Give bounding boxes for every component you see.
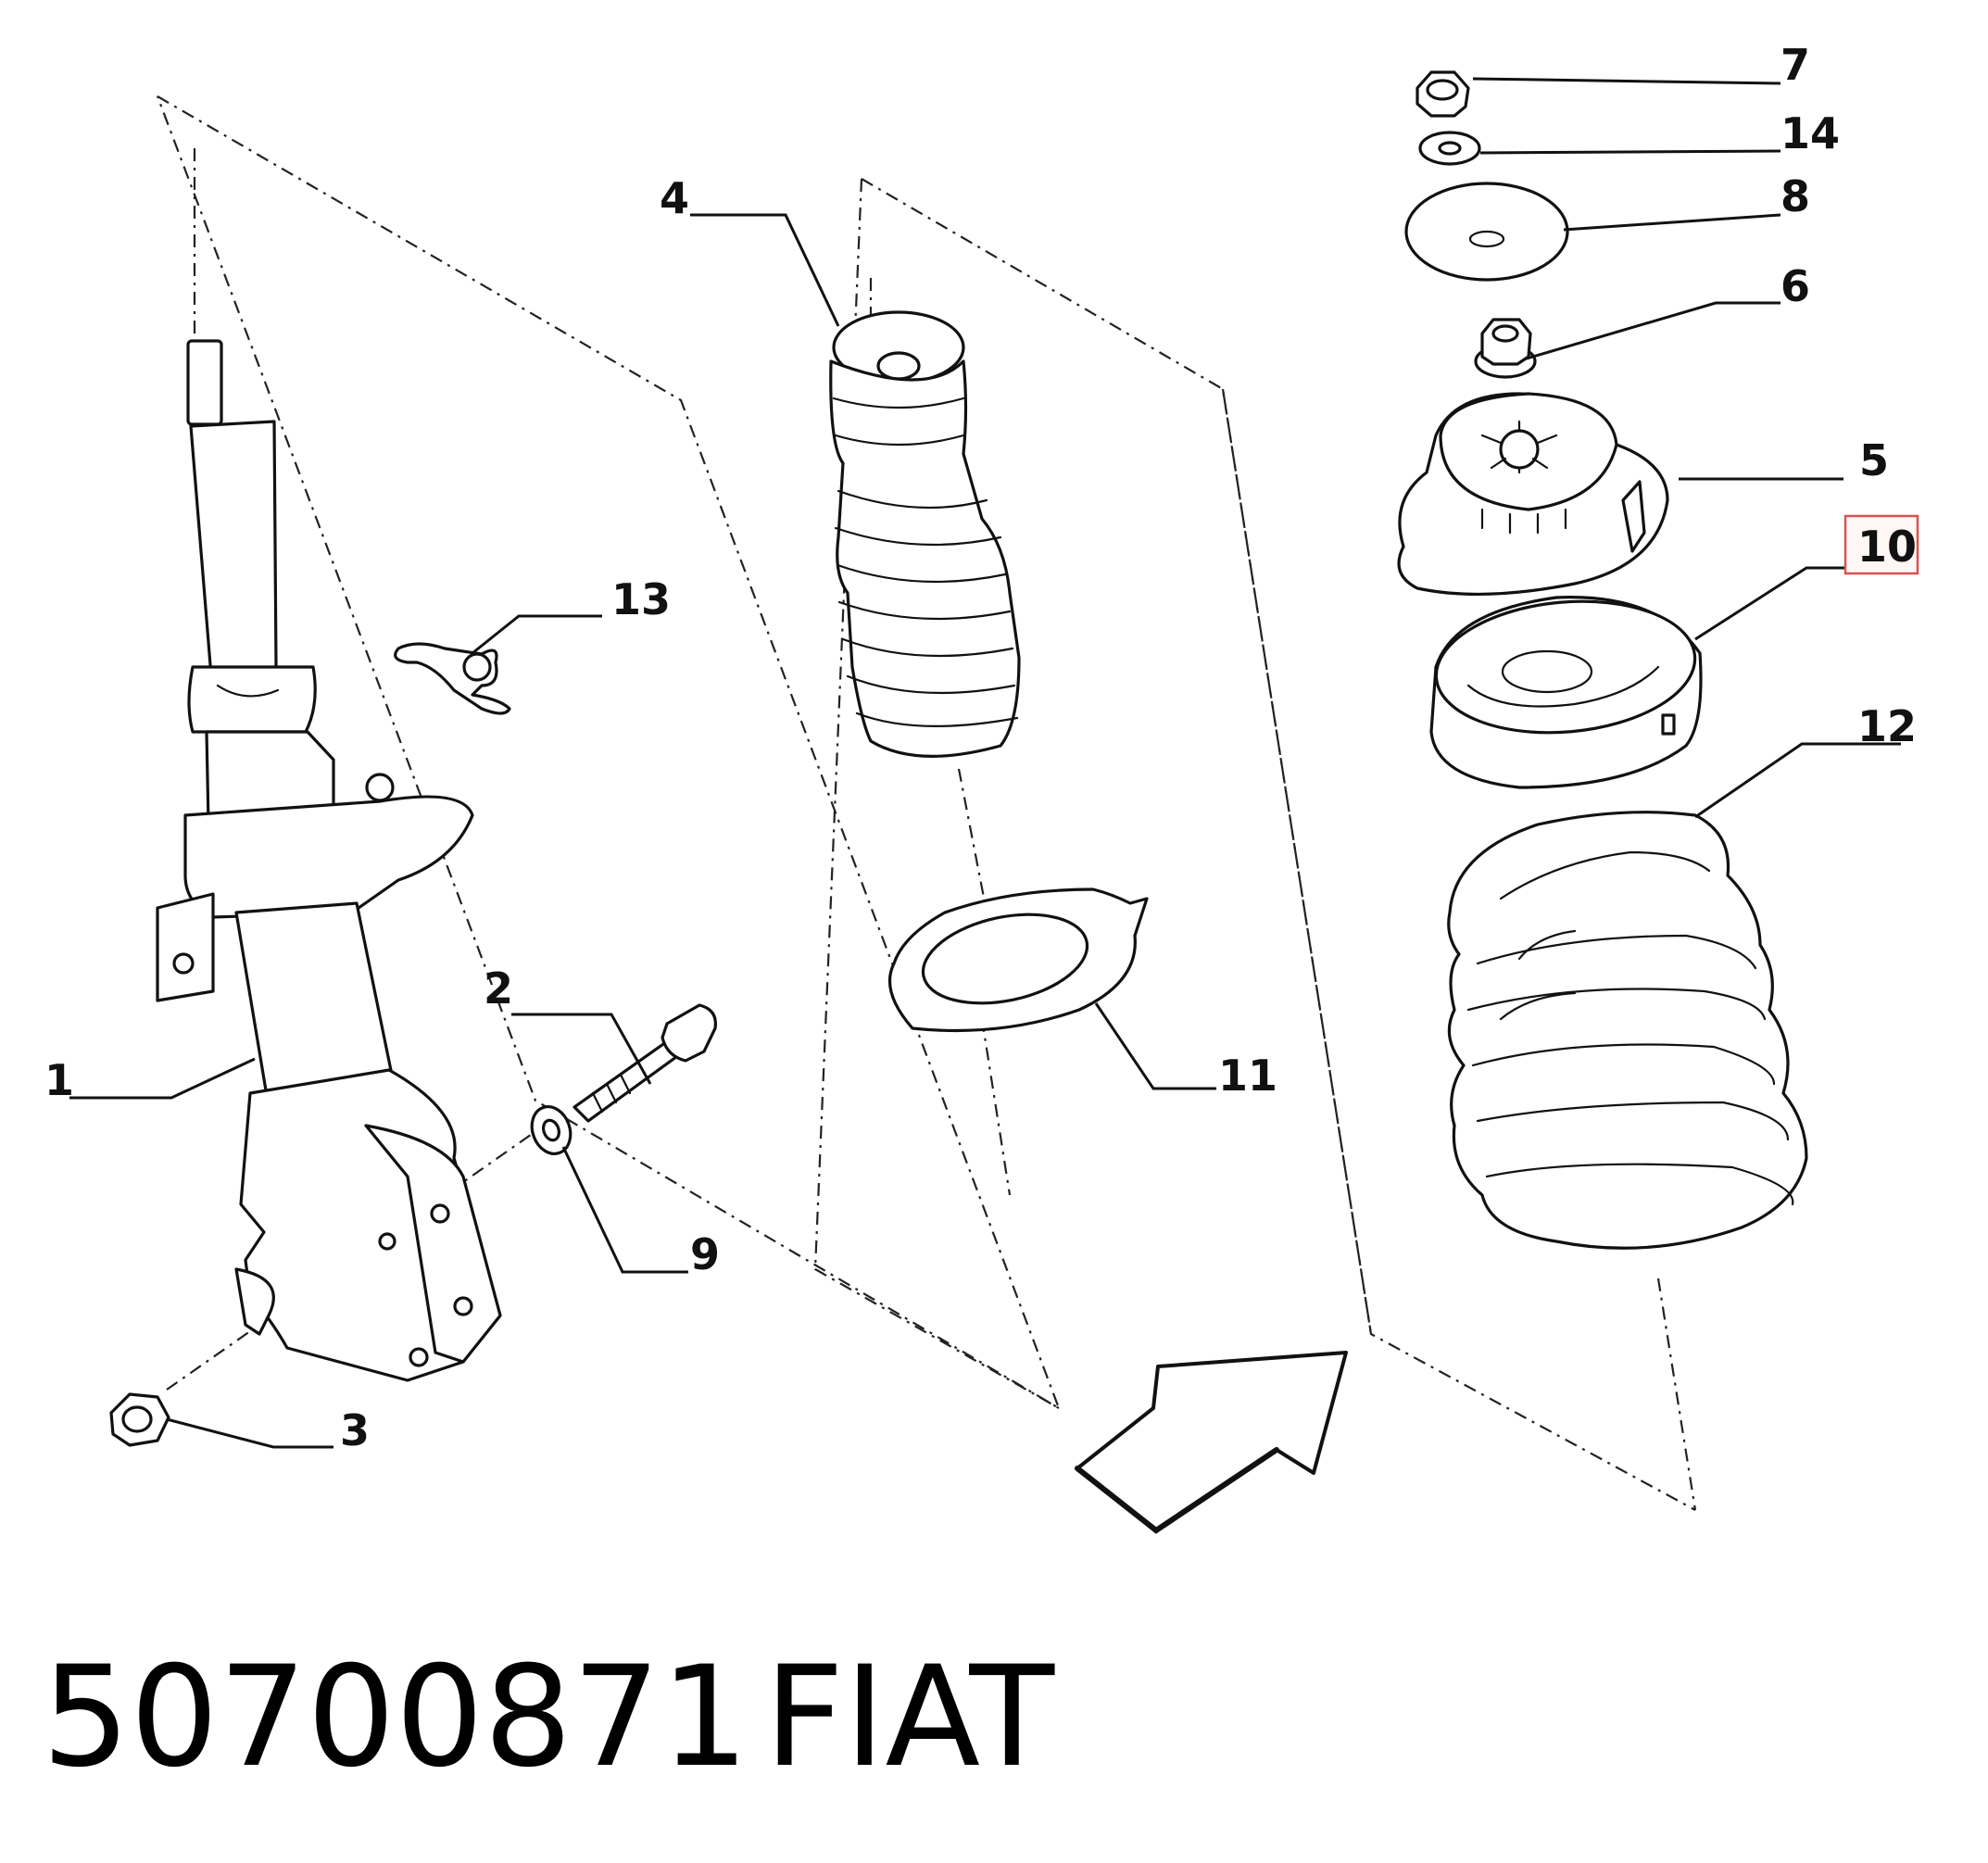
direction-arrow: [1075, 1351, 1348, 1534]
callout-8: 8: [1780, 171, 1810, 221]
bump-stop-boot: [829, 310, 1021, 758]
upper-spring-pad: [1429, 596, 1703, 789]
spring-clip: [394, 642, 511, 715]
washer: [530, 1105, 572, 1155]
assembly-guide-panels: [156, 95, 1697, 1511]
nut: [109, 1392, 170, 1447]
part-number-caption: 50700871: [42, 1637, 749, 1798]
strut-assembly: [156, 339, 502, 1382]
callout-2: 2: [484, 963, 513, 1013]
callout-12: 12: [1857, 701, 1917, 751]
strut-top-mount: [1397, 392, 1669, 597]
top-cap: [1404, 182, 1569, 282]
callout-4: 4: [660, 173, 689, 223]
top-nut: [1416, 70, 1470, 118]
callout-3: 3: [340, 1405, 370, 1455]
callout-11: 11: [1218, 1051, 1277, 1101]
callout-5: 5: [1859, 435, 1889, 485]
callout-6: 6: [1780, 261, 1810, 311]
small-washer: [1418, 131, 1481, 166]
callout-9: 9: [690, 1229, 720, 1279]
flange-nut: [1474, 318, 1537, 379]
brand-caption: FIAT: [764, 1637, 1055, 1798]
lower-spring-pad: [887, 887, 1149, 1033]
coil-spring: [1447, 811, 1808, 1250]
callout-7: 7: [1780, 40, 1810, 90]
leader-lines: [69, 77, 1901, 1449]
callout-10: 10: [1857, 522, 1917, 572]
callout-14: 14: [1780, 108, 1840, 158]
callout-10-highlight: [1843, 514, 1919, 575]
callout-labels: 1 2 3 4 5 6 7 8 9 10 11 12 13 14: [44, 40, 1917, 1455]
callout-1: 1: [44, 1055, 74, 1105]
bolt: [572, 1003, 717, 1123]
callout-13: 13: [611, 574, 671, 624]
